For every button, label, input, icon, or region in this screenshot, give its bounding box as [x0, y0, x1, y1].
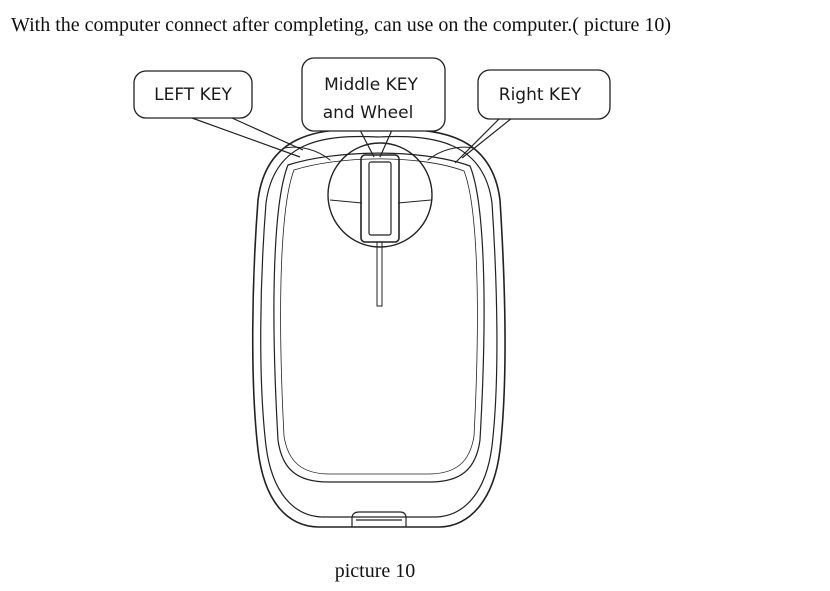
- notch-outline: [351, 511, 407, 527]
- wheel-divider-right: [397, 199, 432, 204]
- wheel-divider-left: [329, 199, 363, 204]
- callout-pointers: [191, 117, 513, 164]
- mouse-outer-outline: [251, 128, 506, 528]
- wheel-recess: [327, 142, 433, 248]
- left-key-callout-box: [133, 70, 253, 119]
- left-key-pointer-b: [231, 117, 304, 151]
- right-key-pointer-a: [454, 117, 501, 164]
- scroll-wheel-icon: [327, 142, 433, 307]
- wheel-inner: [368, 161, 392, 236]
- intro-text: With the computer connect after completi…: [11, 14, 672, 36]
- wheel-outer: [360, 154, 400, 243]
- left-key-pointer-a: [191, 117, 301, 158]
- right-key-callout-box: [477, 69, 611, 120]
- left-key-label: LEFT KEY: [154, 85, 232, 105]
- callout-boxes: [133, 57, 611, 132]
- middle-key-pointer-a: [359, 129, 375, 158]
- mouse-inner-outline: [260, 135, 498, 518]
- palm-rest-inner-outline: [280, 158, 478, 475]
- button-split-line: [376, 241, 383, 307]
- left-key-edge: [283, 146, 331, 161]
- mouse-body: [251, 128, 506, 528]
- right-key-pointer-b: [461, 117, 513, 159]
- palm-rest-outline: [273, 152, 485, 483]
- middle-key-pointer-b: [379, 129, 393, 158]
- middle-key-label-line2: and Wheel: [323, 103, 414, 123]
- bottom-notch: [351, 511, 407, 527]
- right-key-label: Right KEY: [499, 85, 582, 105]
- middle-key-callout-box: [301, 57, 446, 132]
- figure-caption: picture 10: [334, 560, 416, 582]
- middle-key-label-line1: Middle KEY: [324, 75, 418, 95]
